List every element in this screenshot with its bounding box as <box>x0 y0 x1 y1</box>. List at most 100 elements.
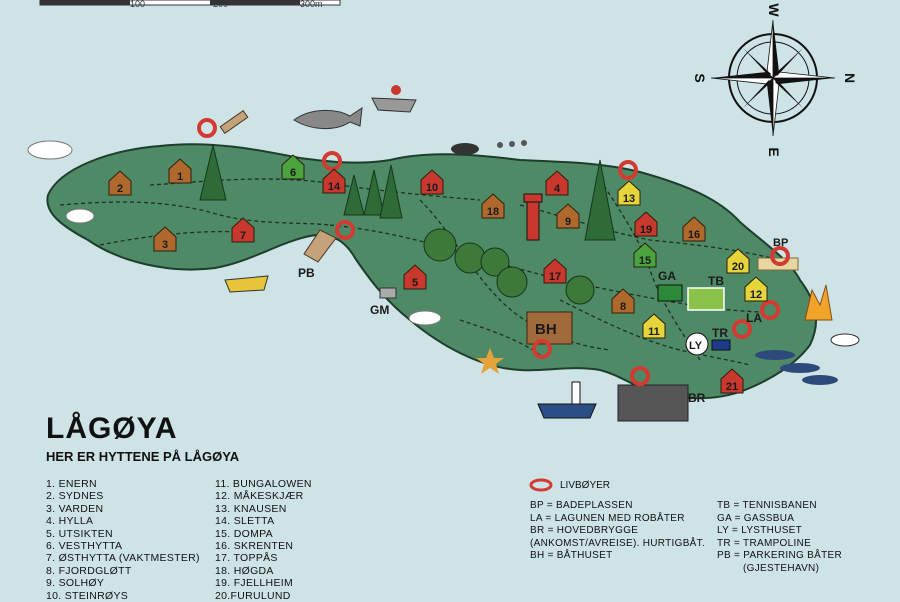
hut-number: 5 <box>412 277 418 289</box>
lifebuoy-icon <box>630 366 650 386</box>
hut-list-col1: 1. ENERN 2. SYDNES 3. VARDEN 4. HYLLA 5.… <box>46 478 200 602</box>
hut-number: 14 <box>328 181 341 193</box>
scale-tick-100: 100 <box>130 0 145 9</box>
list-item: 12. MÅKESKJÆR <box>215 490 304 503</box>
island-land <box>46 143 818 400</box>
hut-number: 10 <box>426 182 438 194</box>
hut-number: 16 <box>688 229 700 241</box>
hut-marker-1: 1 <box>168 158 192 184</box>
ducks-icon <box>451 140 527 155</box>
list-item: 3. VARDEN <box>46 502 104 515</box>
list-item: 20.FURULUND <box>215 589 291 602</box>
legend-item: LA = LAGUNEN MED ROBÅTER <box>530 512 685 524</box>
top-pier <box>219 109 249 135</box>
legend-right: TB = TENNISBANEN GA = GASSBUA LY = LYSTH… <box>717 500 842 575</box>
hut-marker-13: 13 <box>617 180 641 206</box>
hut-icon <box>726 248 750 274</box>
hut-number: 20 <box>732 261 744 273</box>
hut-marker-11: 11 <box>642 313 666 339</box>
boathouse-bh <box>526 311 573 345</box>
hut-marker-20: 20 <box>726 248 750 274</box>
legend-item: PB = PARKERING BÅTER <box>717 550 843 561</box>
hut-marker-2: 2 <box>108 170 132 196</box>
hut-icon <box>322 168 346 194</box>
legend-item: TR = TRAMPOLINE <box>717 537 812 549</box>
legend-item: TB = TENNISBANEN <box>717 500 817 511</box>
hut-marker-4: 4 <box>545 170 569 196</box>
legend-item: BH = BÅTHUSET <box>530 550 613 561</box>
lifebuoy-icon <box>760 300 780 320</box>
list-item: 6. VESTHYTTA <box>46 540 123 553</box>
scale-bar: 100 200 300m <box>39 0 341 9</box>
hut-marker-21: 21 <box>720 368 744 394</box>
lysthuset-icon <box>685 332 709 356</box>
hut-number: 17 <box>549 271 561 283</box>
hut-marker-6: 6 <box>281 154 305 180</box>
hut-number: 11 <box>648 326 660 338</box>
label-tb: TB <box>708 274 724 288</box>
compass-w: W <box>766 3 782 17</box>
hut-marker-5: 5 <box>403 264 427 290</box>
list-item: 17. TOPPÅS <box>215 552 278 565</box>
label-ga: GA <box>658 269 676 283</box>
hut-icon <box>231 217 255 243</box>
heron-icon <box>830 333 860 347</box>
rowboat-icon <box>371 85 417 113</box>
legend-item: BR = HOVEDBRYGGE <box>530 525 639 536</box>
label-ly: LY <box>689 340 703 352</box>
list-item: 9. SOLHØY <box>46 577 105 590</box>
list-item: 16. SKRENTEN <box>215 540 294 553</box>
hut-marker-19: 19 <box>634 211 658 237</box>
hut-icon <box>682 216 706 242</box>
hut-icon <box>617 180 641 206</box>
main-dock-br <box>617 384 689 422</box>
hut-number: 6 <box>290 167 296 179</box>
compass-e: E <box>766 147 782 156</box>
list-item: 8. FJORDGLØTT <box>46 564 132 577</box>
legend-item: LY = LYSTHUSET <box>717 525 803 536</box>
lifebuoy-icon <box>532 339 552 359</box>
legend-item: GA = GASSBUA <box>717 512 795 524</box>
hut-marker-16: 16 <box>682 216 706 242</box>
list-item: 5. UTSIKTEN <box>46 527 113 540</box>
label-bh: BH <box>535 321 557 338</box>
hut-marker-14: 14 <box>322 168 346 194</box>
hut-icon <box>108 170 132 196</box>
list-item: 11. BUNGALOWEN <box>215 478 312 490</box>
lifebuoys <box>197 118 790 386</box>
trees <box>199 144 616 305</box>
yellow-boat-icon <box>224 275 269 293</box>
trampoline-icon <box>711 339 731 351</box>
hut-icon <box>720 368 744 394</box>
fishing-boat-icon <box>537 381 597 419</box>
hut-number: 1 <box>177 171 183 183</box>
tennis-court-icon <box>687 287 725 311</box>
hut-icon <box>545 170 569 196</box>
hut-marker-18: 18 <box>481 193 505 219</box>
lifebuoy-icon <box>770 246 790 266</box>
legend-item: (ANKOMST/AVREISE). HURTIGBÅT. <box>530 537 706 549</box>
scale-tick-300: 300m <box>300 0 323 9</box>
hut-number: 18 <box>487 206 499 218</box>
hut-icon <box>281 154 305 180</box>
list-item: 10. STEINRØYS <box>46 589 129 602</box>
legend-lifebuoy: LIVBØYER <box>528 478 610 492</box>
hut-marker-7: 7 <box>231 217 255 243</box>
hut-icon <box>543 258 567 284</box>
gull-rock-icon <box>408 310 442 326</box>
list-item: 18. HØGDA <box>215 564 274 577</box>
lifebuoy-icon <box>732 319 752 339</box>
compass-rose: W E N S <box>692 3 858 156</box>
hut-icon <box>611 288 635 314</box>
list-item: 13. KNAUSEN <box>215 502 287 515</box>
legend-left: BP = BADEPLASSEN LA = LAGUNEN MED ROBÅTE… <box>530 500 705 563</box>
label-la: LA <box>746 311 762 325</box>
hut-number: 2 <box>117 183 123 195</box>
hut-icon <box>634 211 658 237</box>
lifebuoy-icon <box>529 478 553 492</box>
hut-marker-8: 8 <box>611 288 635 314</box>
starfish-icon <box>476 348 504 374</box>
lifebuoy-icon <box>322 151 342 171</box>
hut-icon <box>153 226 177 252</box>
